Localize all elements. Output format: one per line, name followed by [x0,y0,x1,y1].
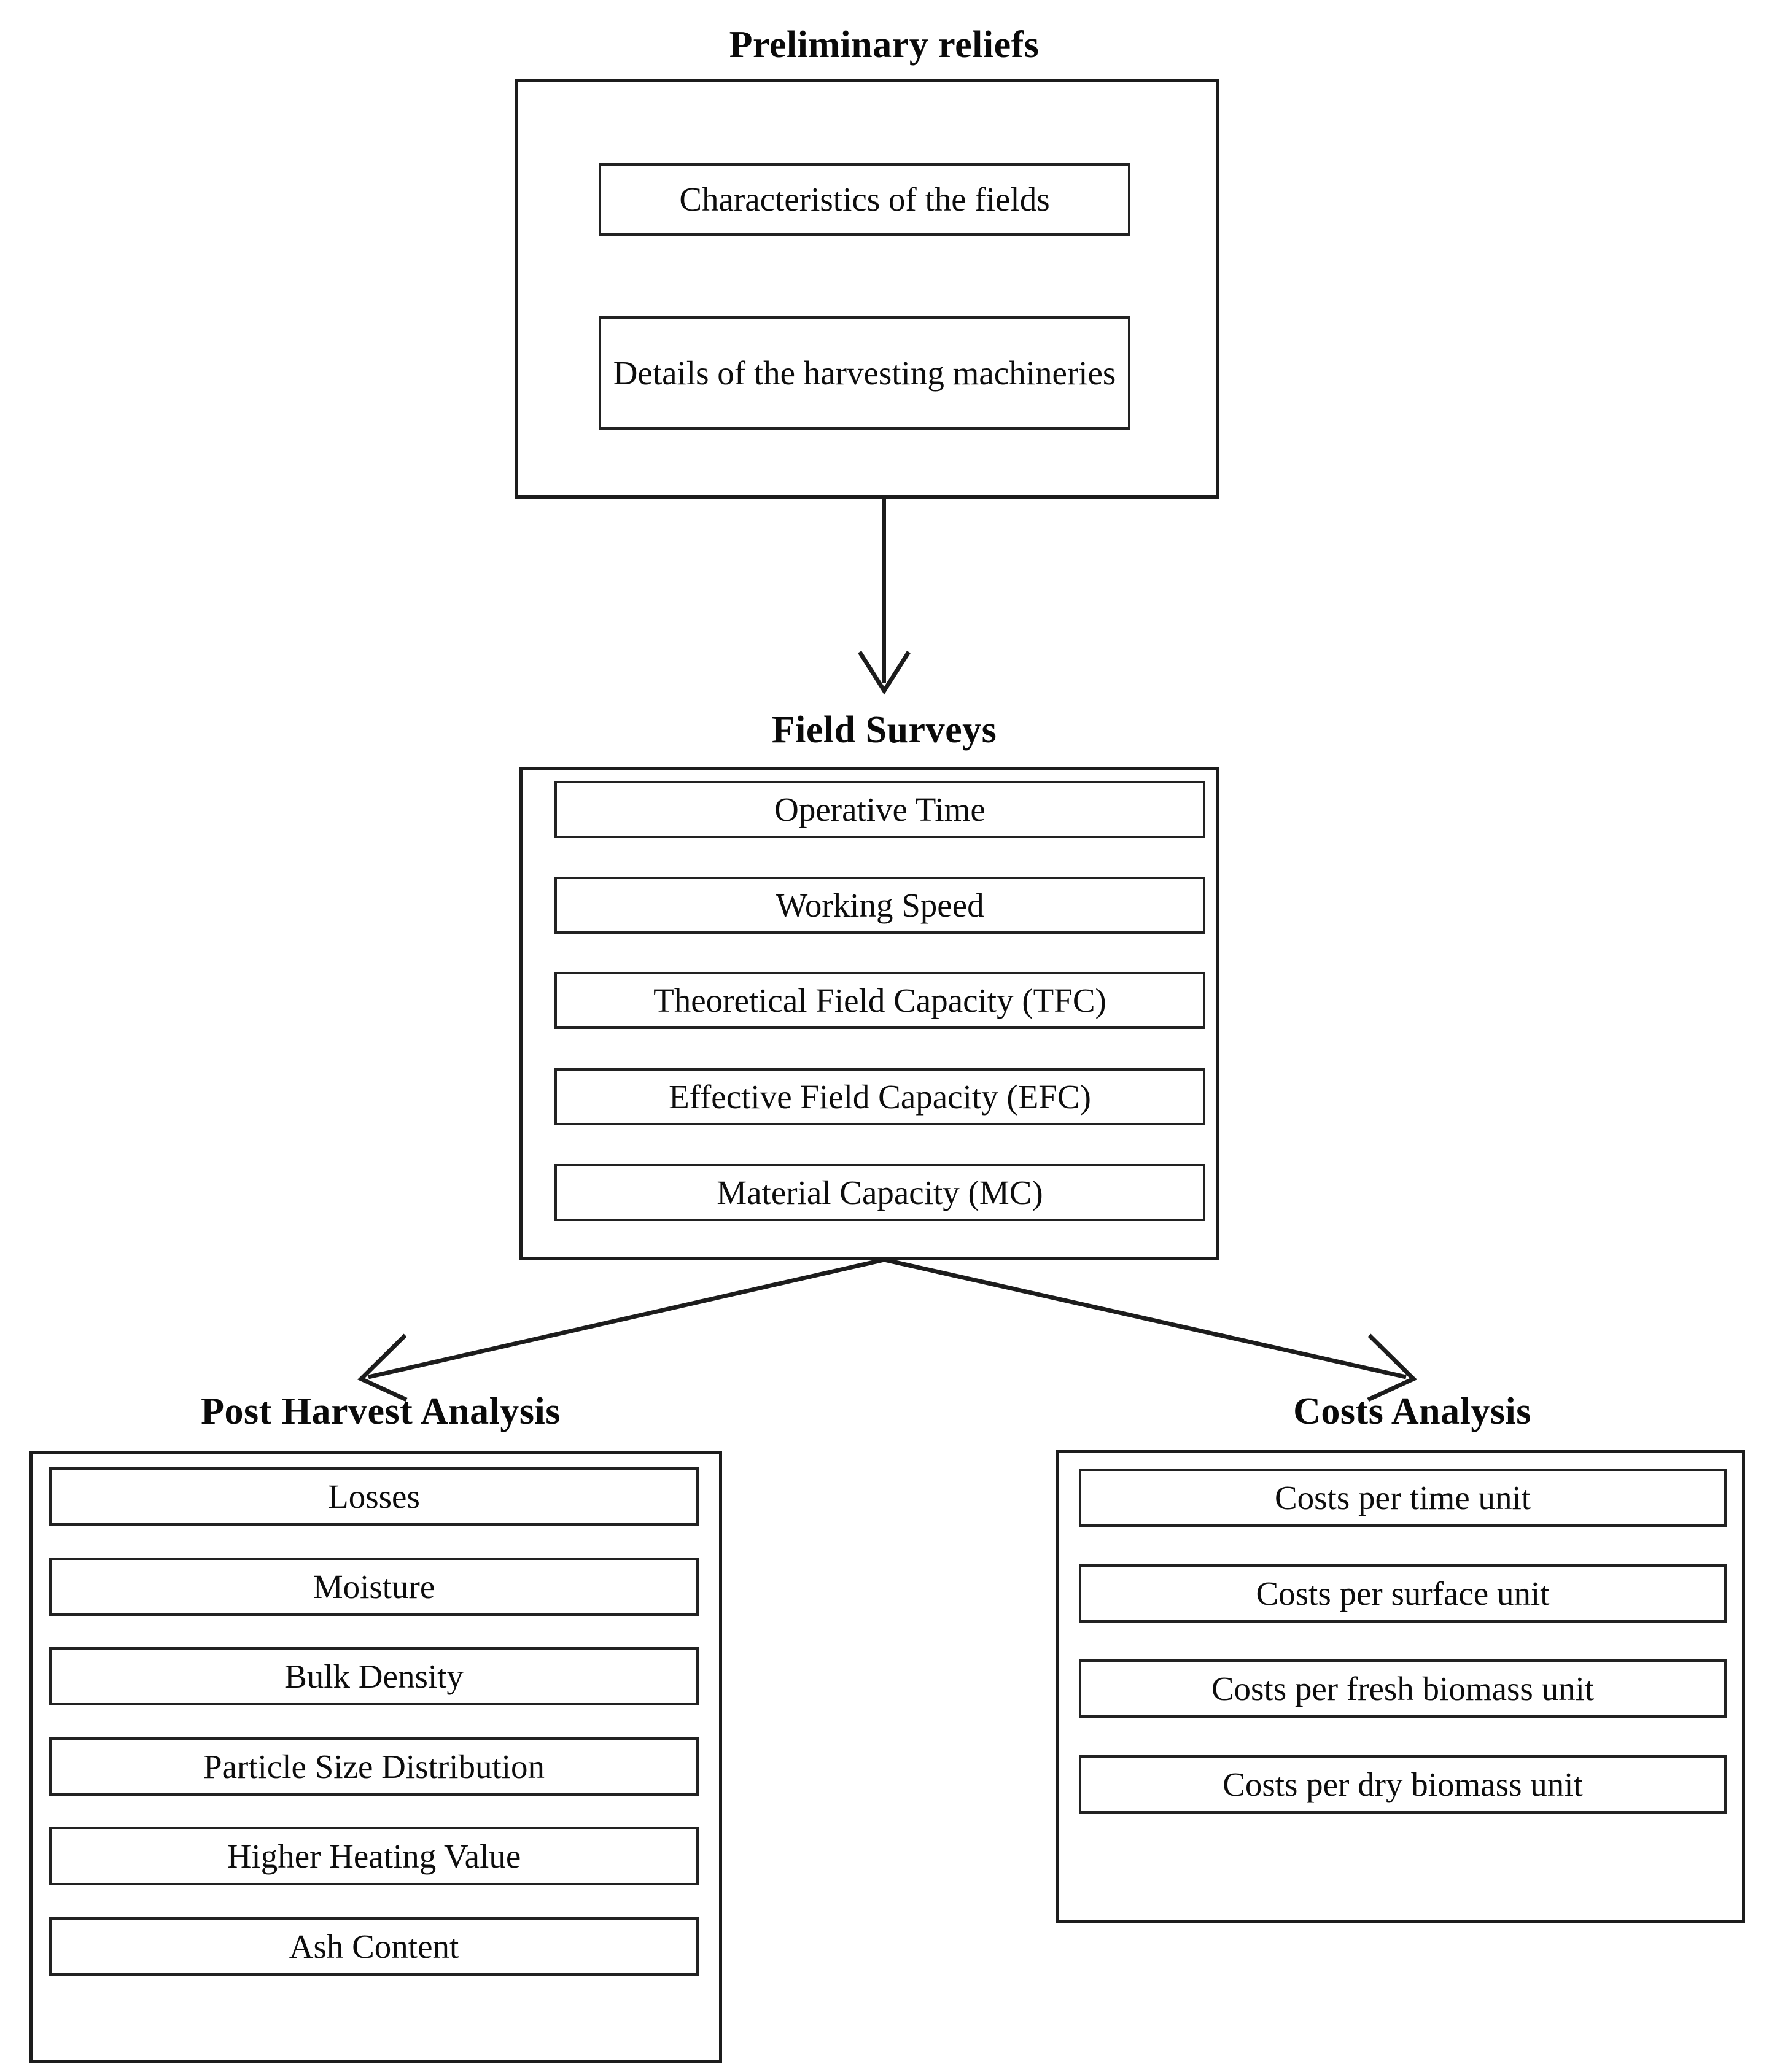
post-harvest-item-moisture[interactable]: Moisture [49,1558,699,1616]
post-harvest-item-losses[interactable]: Losses [49,1467,699,1526]
arrow-preliminary-to-field-surveys [858,499,911,695]
post-harvest-item-higher-heating-value[interactable]: Higher Heating Value [49,1827,699,1885]
post-harvest-item-bulk-density[interactable]: Bulk Density [49,1647,699,1705]
field-surveys-item-tfc[interactable]: Theoretical Field Capacity (TFC) [554,972,1205,1029]
post-harvest-analysis-title: Post Harvest Analysis [201,1391,561,1432]
preliminary-reliefs-group [515,79,1219,499]
post-harvest-item-particle-size-distribution[interactable]: Particle Size Distribution [49,1737,699,1796]
field-surveys-item-efc[interactable]: Effective Field Capacity (EFC) [554,1068,1205,1125]
costs-item-per-surface-unit[interactable]: Costs per surface unit [1079,1564,1727,1623]
field-surveys-item-working-speed[interactable]: Working Speed [554,877,1205,934]
costs-analysis-title: Costs Analysis [1293,1391,1531,1432]
preliminary-item-characteristics[interactable]: Characteristics of the fields [599,163,1130,236]
costs-item-per-time-unit[interactable]: Costs per time unit [1079,1469,1727,1527]
field-surveys-item-mc[interactable]: Material Capacity (MC) [554,1164,1205,1221]
post-harvest-item-ash-content[interactable]: Ash Content [49,1917,699,1976]
costs-item-per-dry-biomass-unit[interactable]: Costs per dry biomass unit [1079,1755,1727,1814]
field-surveys-title: Field Surveys [771,709,997,751]
arrow-field-surveys-to-post-harvest [357,1257,885,1402]
field-surveys-item-operative-time[interactable]: Operative Time [554,781,1205,838]
preliminary-item-harvesting-machineries[interactable]: Details of the harvesting machineries [599,316,1130,430]
preliminary-reliefs-title: Preliminary reliefs [729,24,1040,66]
costs-item-per-fresh-biomass-unit[interactable]: Costs per fresh biomass unit [1079,1659,1727,1718]
arrow-field-surveys-to-costs [884,1257,1418,1402]
